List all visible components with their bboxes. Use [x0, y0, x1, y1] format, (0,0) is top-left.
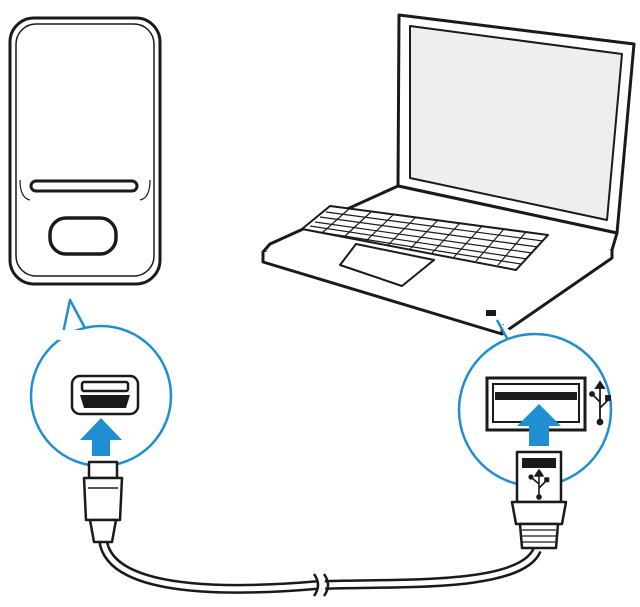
micro-usb-plug [82, 460, 124, 544]
micro-usb-port [70, 374, 140, 416]
arrow-up-icon [517, 404, 561, 446]
usb-a-plug [510, 450, 568, 550]
usb-cable [82, 404, 568, 597]
arrow-up-icon [80, 418, 122, 456]
media-player [8, 16, 162, 286]
laptop [261, 13, 636, 336]
usb-icon [589, 380, 611, 426]
usb-icon [528, 469, 550, 500]
micro-usb-port-callout [29, 298, 173, 468]
